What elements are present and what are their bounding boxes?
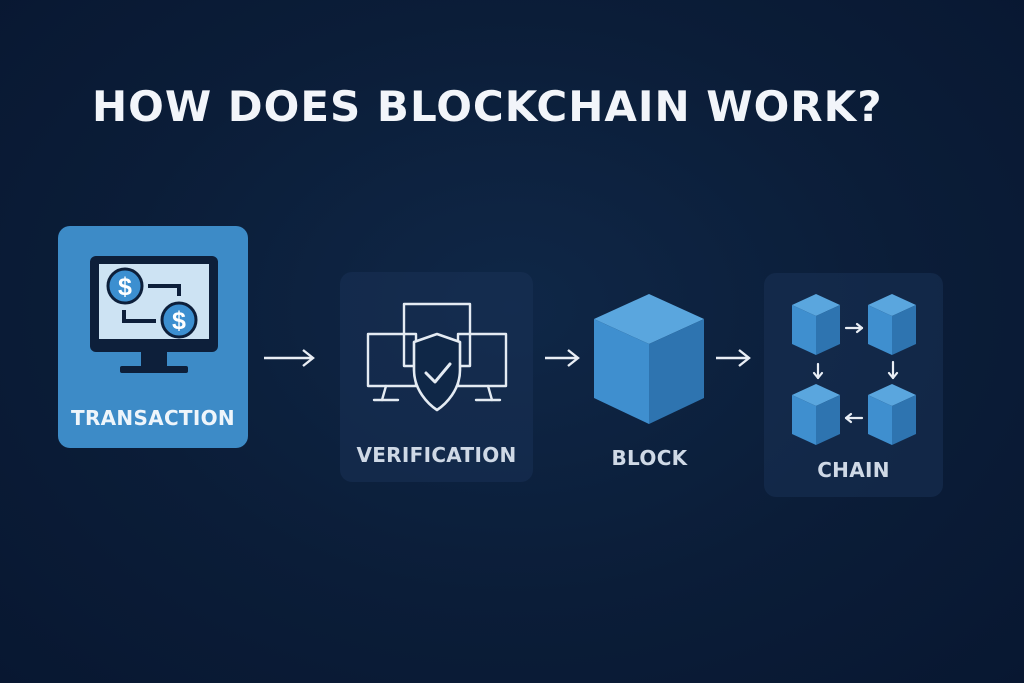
arrow-right-icon	[264, 349, 315, 367]
cube-icon	[594, 294, 704, 424]
svg-text:$: $	[118, 273, 132, 301]
cube-icon	[792, 294, 840, 355]
cube-icon	[868, 384, 916, 445]
monitor-dollar-transfer-icon: $ $	[90, 256, 218, 373]
diagram-title: HOW DOES BLOCKCHAIN WORK?	[92, 82, 883, 131]
step-label-chain: CHAIN	[817, 458, 890, 482]
arrow-right-icon	[716, 349, 751, 367]
monitors-shield-check-icon	[366, 302, 508, 412]
step-label-transaction: TRANSACTION	[71, 406, 235, 430]
cube-icon	[868, 294, 916, 355]
svg-text:$: $	[172, 307, 186, 335]
step-label-verification: VERIFICATION	[356, 443, 517, 467]
cube-icon	[792, 384, 840, 445]
arrow-right-icon	[545, 349, 580, 367]
linked-cubes-icon	[792, 294, 916, 445]
step-label-block: BLOCK	[611, 446, 688, 470]
